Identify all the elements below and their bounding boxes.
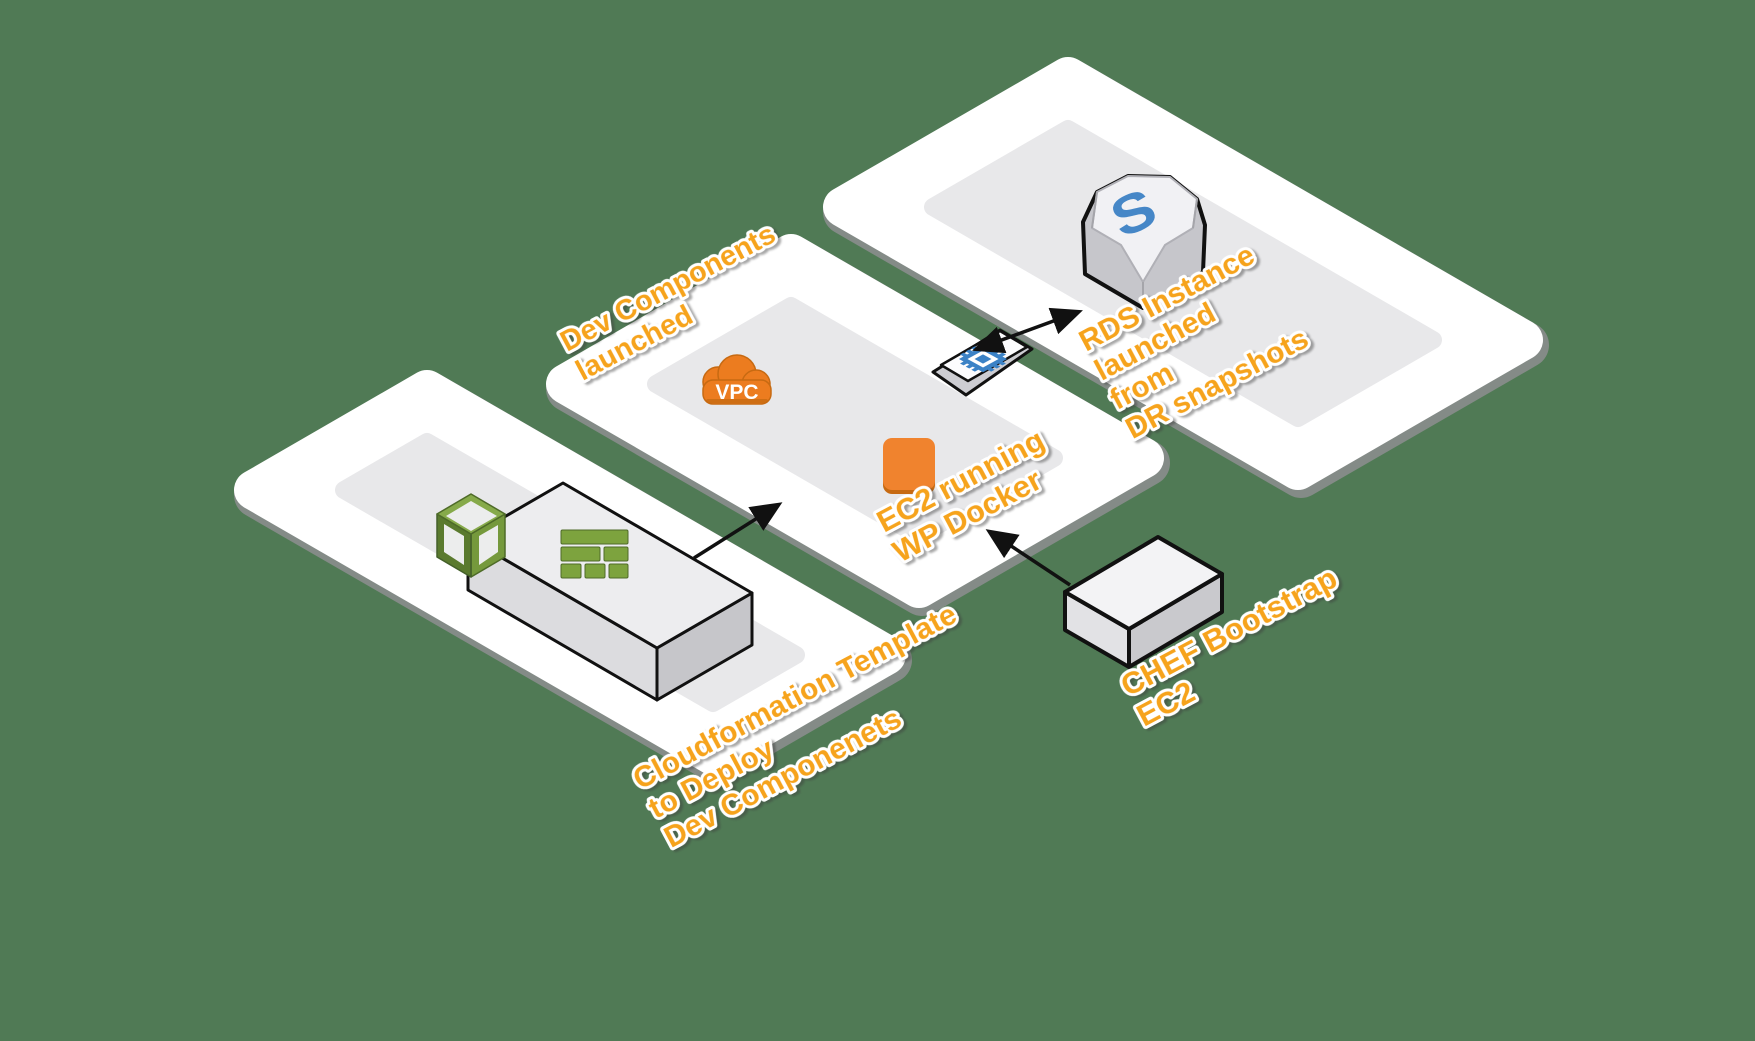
arrow-chip-rds (972, 307, 1083, 354)
template-bricks-icon (560, 529, 629, 579)
rds-top-face (1091, 175, 1198, 283)
cloudformation-right-window (479, 525, 498, 565)
chef-box (1063, 535, 1224, 669)
rds-instance-icon: S (1081, 174, 1207, 310)
vpc-cloud-base-shade (706, 399, 768, 403)
arrow-chef-to-ec2 (985, 529, 1071, 587)
platform-middle-surface (647, 297, 1063, 545)
cloudformation-left-window (444, 524, 464, 565)
arrow-template-to-vpc (693, 502, 783, 560)
ec2-instance-icon (883, 438, 935, 494)
vpc-label: VPC (715, 381, 758, 404)
cloudformation-top-window (446, 501, 497, 531)
chef-box-top-face (1063, 535, 1224, 631)
vpc-cloud-icon: VPC (702, 354, 772, 405)
cloudformation-icon (436, 493, 506, 578)
platform-middle (546, 234, 1170, 616)
rds-facet-lines (1091, 191, 1198, 308)
